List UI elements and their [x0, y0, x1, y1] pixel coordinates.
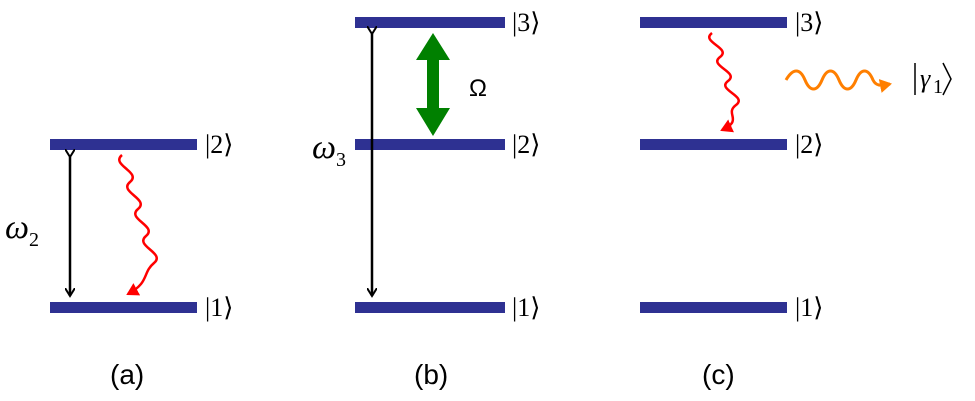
label-a-1: |1⟩ — [205, 293, 233, 322]
omega-symbol-b: ω — [312, 129, 336, 166]
photon-state-label-c: γ 1 — [914, 62, 952, 98]
coupling-arrow-b — [416, 33, 450, 136]
omega-subscript-b: 3 — [336, 149, 346, 171]
label-a-2: |2⟩ — [205, 130, 233, 159]
photon-ket-angle — [942, 62, 952, 96]
omega-subscript-a: 2 — [29, 229, 39, 251]
photon-symbol: γ — [920, 64, 931, 93]
decay-wavy-arrow-a — [118, 154, 158, 296]
label-b-3: |3⟩ — [512, 8, 540, 37]
label-c-3: |3⟩ — [795, 8, 823, 37]
label-c-2: |2⟩ — [795, 130, 823, 159]
frequency-label-b: ω3 — [312, 129, 346, 171]
level-a-1 — [50, 302, 197, 313]
level-c-1 — [640, 302, 787, 313]
decay-wavy-arrow-c — [708, 32, 740, 133]
panel-b: |3⟩ |2⟩ |1⟩ ω3 Ω (b) — [312, 8, 540, 390]
level-a-2 — [50, 139, 197, 150]
caption-b: (b) — [414, 359, 448, 390]
label-b-1: |1⟩ — [512, 293, 540, 322]
level-c-2 — [640, 139, 787, 150]
level-b-2 — [355, 139, 505, 150]
panel-a: |2⟩ |1⟩ ω2 (a) — [5, 130, 233, 390]
panel-c: |3⟩ |2⟩ |1⟩ γ 1 (c) — [640, 8, 952, 390]
label-b-2: |2⟩ — [512, 130, 540, 159]
caption-c: (c) — [702, 359, 735, 390]
level-c-3 — [640, 17, 787, 28]
emitted-photon-arrow-c — [784, 69, 892, 93]
caption-a: (a) — [110, 359, 144, 390]
frequency-label-a: ω2 — [5, 209, 39, 251]
label-c-1: |1⟩ — [795, 293, 823, 322]
coupling-label-b: Ω — [469, 75, 487, 102]
level-b-1 — [355, 302, 505, 313]
photon-subscript: 1 — [933, 76, 943, 98]
level-b-3 — [355, 17, 505, 28]
omega-symbol-a: ω — [5, 209, 29, 246]
